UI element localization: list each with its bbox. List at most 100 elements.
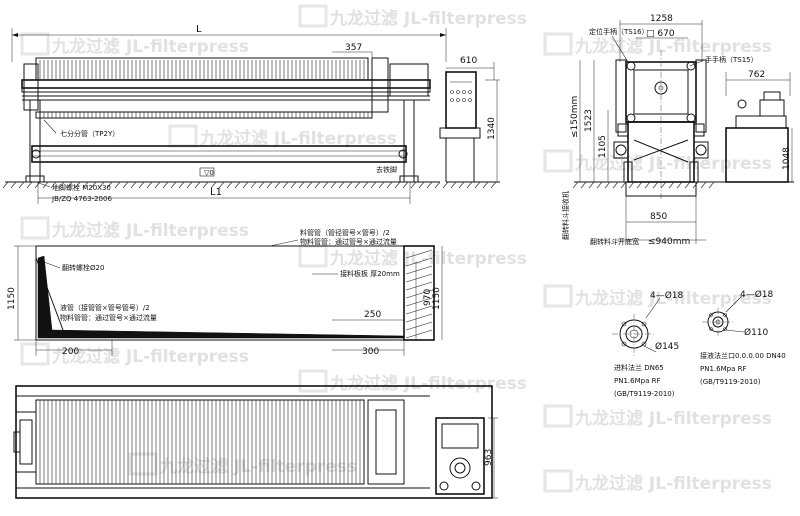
dim-963: 963 xyxy=(484,449,494,466)
dim-overall-length: L xyxy=(196,24,202,35)
ground-hatch xyxy=(82,181,89,189)
filter-plates xyxy=(35,57,369,81)
ground-hatch xyxy=(58,181,65,189)
outlet-spec1: 接液法兰口0.0.0.00 DN40 xyxy=(700,351,786,360)
box-hatch xyxy=(405,249,433,259)
watermark-text: 九龙过滤 JL-filterpress xyxy=(329,248,527,269)
watermark-text: 九龙过滤 JL-filterpress xyxy=(329,8,527,29)
watermark-text: 九龙过滤 JL-filterpress xyxy=(51,346,249,367)
ground-hatch xyxy=(652,181,659,189)
watermark-layer: 九龙过滤 JL-filterpress 九龙过滤 JL-filterpress … xyxy=(20,4,772,494)
ground-hatch xyxy=(394,181,401,189)
front-view: L 357 610 1340 xyxy=(2,24,500,204)
ground-hatch xyxy=(596,181,603,189)
watermark-text: 九龙过滤 JL-filterpress xyxy=(329,373,527,394)
ground-hatch xyxy=(298,181,305,189)
ground-hatch xyxy=(66,181,73,189)
ground-hatch xyxy=(434,181,441,189)
inlet-spec2: PN1.6Mpa RF xyxy=(614,377,660,385)
ground-hatch xyxy=(74,181,81,189)
ground-hatch xyxy=(676,181,683,189)
ground-hatch xyxy=(42,181,49,189)
ground-hatch xyxy=(186,181,193,189)
outlet-holes: 4—Ø18 xyxy=(740,289,774,300)
ground-hatch xyxy=(258,181,265,189)
ground-hatch xyxy=(354,181,361,189)
ground-hatch xyxy=(218,181,225,189)
label-handle-right: 手手柄（TS15） xyxy=(705,55,758,64)
watermark-text: 九龙过滤 JL-filterpress xyxy=(574,473,772,494)
watermark-text: 九龙过滤 JL-filterpress xyxy=(51,220,249,241)
dim-1150-left: 1150 xyxy=(7,287,17,310)
label-anchor-bolt: 地脚螺栓 M20X30 xyxy=(52,183,111,192)
box-hatch xyxy=(405,257,433,267)
dim-970: 970 xyxy=(423,289,433,306)
ground-hatch xyxy=(474,181,481,189)
label-standard: JB/ZQ 4763-2006 xyxy=(51,195,112,203)
ground-hatch xyxy=(458,181,465,189)
ground-hatch xyxy=(130,181,137,189)
dim-357: 357 xyxy=(345,43,362,53)
dim-940: ≤940mm xyxy=(648,237,690,247)
ground-hatch xyxy=(122,181,129,189)
dim-1523: 1523 xyxy=(584,109,594,132)
ground-hatch xyxy=(242,181,249,189)
label-pipe2: 物料管管：通过管号×通过流量 xyxy=(300,237,397,246)
ground-hatch xyxy=(370,181,377,189)
ground-hatch xyxy=(18,181,25,189)
ground-hatch xyxy=(482,181,489,189)
ground-hatch xyxy=(450,181,457,189)
watermark-text: 九龙过滤 JL-filterpress xyxy=(574,288,772,309)
watermark-text: 九龙过滤 JL-filterpress xyxy=(574,36,772,57)
box-hatch xyxy=(405,313,433,323)
dim-1150-right: 1150 xyxy=(432,287,442,310)
dim-670: □ 670 xyxy=(646,29,675,39)
ground-hatch xyxy=(362,181,369,189)
ground-hatch xyxy=(612,181,619,189)
label-pipe4: 物料管管：通过管号×通过流量 xyxy=(60,313,157,322)
ground-hatch xyxy=(98,181,105,189)
box-hatch xyxy=(405,281,433,291)
ground-hatch xyxy=(322,181,329,189)
ground-hatch xyxy=(692,181,699,189)
ground-hatch xyxy=(154,181,161,189)
ground-hatch xyxy=(628,181,635,189)
side-view: 1258 □ 670 定位手柄（TS16） 手手柄（TS15） xyxy=(561,14,794,247)
dim-1048: 1048 xyxy=(782,147,792,170)
watermark-text: 九龙过滤 JL-filterpress xyxy=(51,36,249,57)
ground-hatch xyxy=(588,181,595,189)
ground-hatch xyxy=(250,181,257,189)
ground-hatch xyxy=(282,181,289,189)
label-vertical: 翻转料斗接收机 xyxy=(561,191,570,240)
ground-hatch xyxy=(146,181,153,189)
ground-hatch xyxy=(210,181,217,189)
ground-hatch xyxy=(442,181,449,189)
ground-hatch xyxy=(410,181,417,189)
ground-hatch xyxy=(138,181,145,189)
ground-hatch xyxy=(50,181,57,189)
dim-850: 850 xyxy=(650,212,667,222)
ground-hatch xyxy=(708,181,715,189)
ground-hatch xyxy=(580,181,587,189)
ground-hatch xyxy=(306,181,313,189)
ground-hatch xyxy=(604,181,611,189)
label-drain: 七分分管（TP2Y） xyxy=(60,129,119,138)
ground-hatch xyxy=(620,181,627,189)
dim-1258: 1258 xyxy=(650,14,673,24)
ground-hatch xyxy=(636,181,643,189)
label-leg: 去铁脚 xyxy=(376,165,397,174)
ground-hatch xyxy=(346,181,353,189)
ground-hatch xyxy=(684,181,691,189)
ground-hatch xyxy=(290,181,297,189)
ground-hatch xyxy=(202,181,209,189)
inlet-spec1: 进料法兰 DN65 xyxy=(614,363,664,372)
dim-250: 250 xyxy=(364,310,381,320)
ground-hatch xyxy=(162,181,169,189)
dim-610: 610 xyxy=(460,56,477,66)
label-drip-mark: ▽0 xyxy=(204,169,214,177)
ground-hatch xyxy=(490,181,497,189)
plan-view: 963 xyxy=(13,385,498,499)
inlet-flange: 4—Ø18 Ø145 进料法兰 DN65 PN1.6Mpa RF (GB/T91… xyxy=(612,290,684,398)
ground-hatch xyxy=(26,181,33,189)
ground-hatch xyxy=(106,181,113,189)
